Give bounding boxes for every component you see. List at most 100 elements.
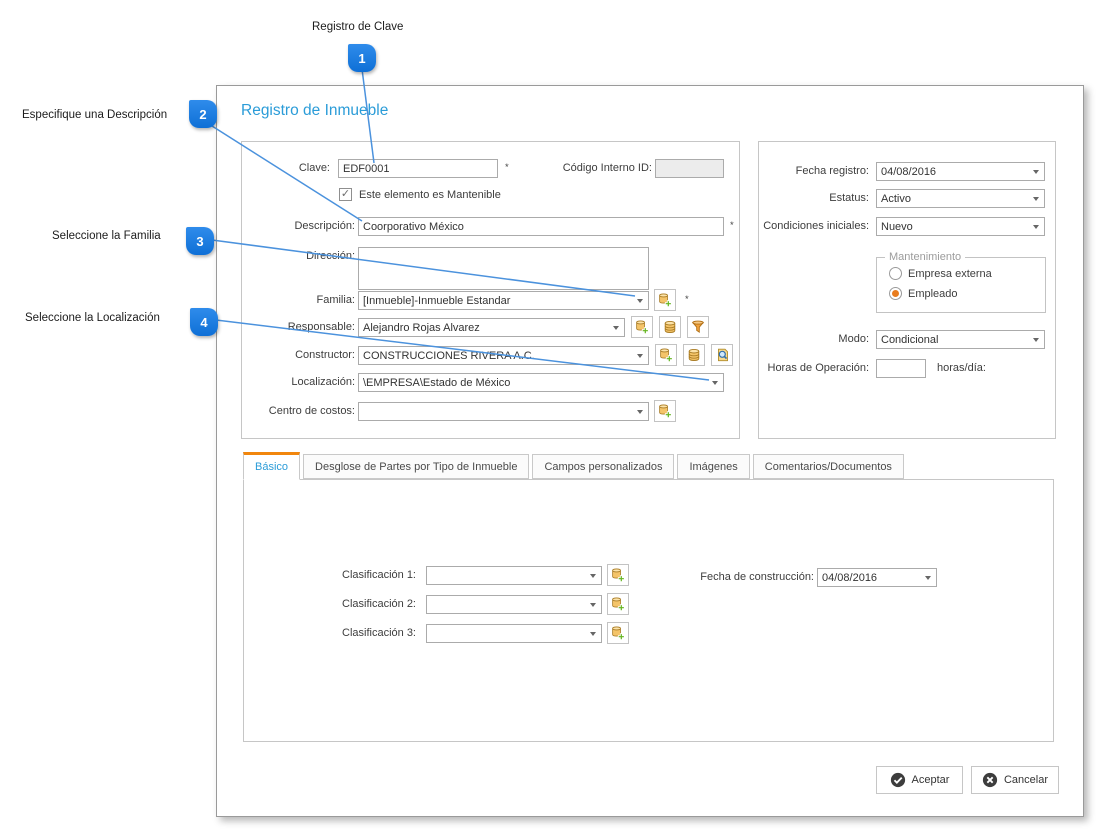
check-circle-icon [890,772,906,788]
familia-combobox[interactable]: [Inmueble]-Inmueble Estandar [358,291,649,310]
condiciones-combobox[interactable]: Nuevo [876,217,1045,236]
horas-dia-suffix: horas/día: [937,362,986,374]
estatus-combobox[interactable]: Activo [876,189,1045,208]
fecha-registro-label: Fecha registro: [795,165,869,177]
chevron-down-icon[interactable] [637,354,643,361]
responsable-filter-button[interactable] [687,316,709,338]
cross-circle-icon [982,772,998,788]
clasificacion1-combobox[interactable] [426,566,602,585]
chevron-down-icon[interactable] [1033,225,1039,232]
cancelar-button-label: Cancelar [1003,774,1049,786]
funnel-icon [690,319,706,335]
database-add-icon [657,403,673,419]
empleado-label: Empleado [908,287,958,300]
mantenible-checkbox[interactable] [339,188,352,201]
centro-costos-label: Centro de costos: [268,405,355,417]
clasificacion2-combobox[interactable] [426,595,602,614]
familia-add-button[interactable] [654,289,676,311]
modo-combobox[interactable]: Condicional [876,330,1045,349]
chevron-down-icon[interactable] [613,326,619,333]
database-add-icon [658,347,674,363]
mantenible-checkbox-label: Este elemento es Mantenible [359,189,501,201]
fecha-construccion-combobox[interactable]: 04/08/2016 [817,568,937,587]
responsable-list-button[interactable] [659,316,681,338]
database-icon [686,347,702,363]
direccion-textarea[interactable] [358,247,649,290]
constructor-label: Constructor: [295,349,355,361]
clave-input[interactable] [338,159,498,178]
chevron-down-icon[interactable] [590,632,596,639]
chevron-down-icon[interactable] [1033,170,1039,177]
tab-desglose-de-partes[interactable]: Desglose de Partes por Tipo de Inmueble [303,454,530,479]
codigo-interno-label: Código Interno ID: [562,162,652,174]
responsable-add-button[interactable] [631,316,653,338]
responsable-label: Responsable: [287,321,355,333]
clasificacion3-add-button[interactable] [607,622,629,644]
chevron-down-icon[interactable] [925,576,931,583]
clave-required-mark: * [505,162,509,173]
fecha-registro-value: 04/08/2016 [881,165,937,178]
localizacion-combobox[interactable]: \EMPRESA\Estado de México [358,373,724,392]
callout-balloon-3: 3 [186,227,214,255]
centro-costos-add-button[interactable] [654,400,676,422]
callout-number: 4 [200,314,208,330]
database-add-icon [657,292,673,308]
chevron-down-icon[interactable] [1033,197,1039,204]
fecha-construccion-value: 04/08/2016 [822,571,878,584]
constructor-combobox[interactable]: CONSTRUCCIONES RIVERA A.C. [358,346,649,365]
condiciones-value: Nuevo [881,220,913,233]
estatus-label: Estatus: [829,192,869,204]
descripcion-input[interactable] [358,217,724,236]
responsable-value: Alejandro Rojas Alvarez [363,321,480,334]
condiciones-label: Condiciones iniciales: [763,220,869,232]
constructor-list-button[interactable] [683,344,705,366]
localizacion-label: Localización: [291,376,355,388]
constructor-add-button[interactable] [655,344,677,366]
database-add-icon [610,567,626,583]
fecha-construccion-label: Fecha de construcción: [700,571,814,583]
tab-imagenes[interactable]: Imágenes [677,454,750,479]
tab-basico[interactable]: Básico [243,452,301,480]
modo-label: Modo: [838,333,869,345]
database-icon [662,319,678,335]
callout-balloon-2: 2 [189,100,217,128]
aceptar-button[interactable]: Aceptar [876,766,963,794]
dialog-title: Registro de Inmueble [241,102,389,119]
radio-selected-icon[interactable] [889,287,902,300]
chevron-down-icon[interactable] [590,603,596,610]
empleado-option[interactable]: Empleado [889,287,958,300]
fecha-registro-combobox[interactable]: 04/08/2016 [876,162,1045,181]
chevron-down-icon[interactable] [637,410,643,417]
chevron-down-icon[interactable] [712,381,718,388]
callout-label-1: Registro de Clave [312,21,404,33]
clasificacion1-add-button[interactable] [607,564,629,586]
clasificacion3-label: Clasificación 3: [342,627,416,639]
responsable-combobox[interactable]: Alejandro Rojas Alvarez [358,318,625,337]
callout-label-4: Seleccione la Localización [25,312,160,324]
database-add-icon [610,596,626,612]
main-form-group: Clave: * Código Interno ID: Este element… [241,141,740,439]
chevron-down-icon[interactable] [590,574,596,581]
constructor-search-button[interactable] [711,344,733,366]
empresa-externa-option[interactable]: Empresa externa [889,267,992,280]
tab-campos-personalizados[interactable]: Campos personalizados [532,454,675,479]
centro-costos-combobox[interactable] [358,402,649,421]
clave-label: Clave: [298,162,330,174]
chevron-down-icon[interactable] [1033,338,1039,345]
horas-operacion-input[interactable] [876,359,926,378]
chevron-down-icon[interactable] [637,299,643,306]
cancelar-button[interactable]: Cancelar [971,766,1059,794]
callout-number: 3 [196,233,204,249]
tab-comentarios-documentos[interactable]: Comentarios/Documentos [752,454,904,479]
descripcion-required-mark: * [730,220,734,231]
clasificacion1-label: Clasificación 1: [342,569,416,581]
clasificacion3-combobox[interactable] [426,624,602,643]
callout-label-3: Seleccione la Familia [52,230,161,242]
familia-required-mark: * [685,294,689,305]
clasificacion2-add-button[interactable] [607,593,629,615]
callout-balloon-1: 1 [348,44,376,72]
descripcion-label: Descripción: [294,220,355,232]
database-add-icon [634,319,650,335]
radio-unselected-icon[interactable] [889,267,902,280]
estatus-value: Activo [881,192,911,205]
